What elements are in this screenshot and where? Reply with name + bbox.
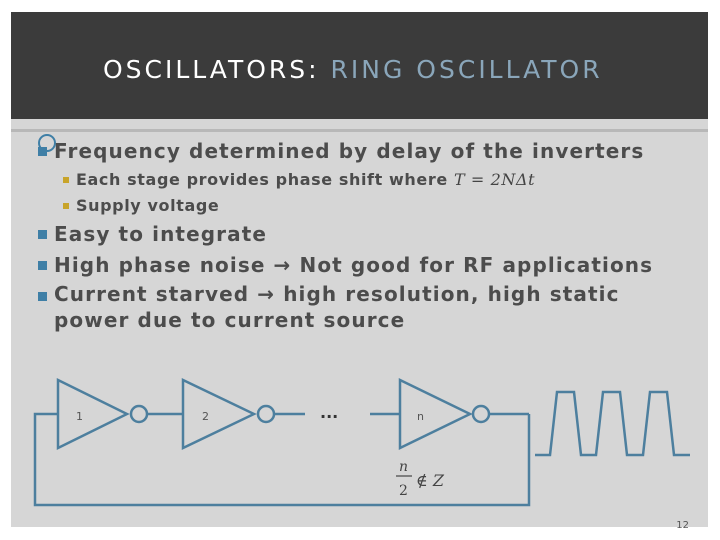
bullet-current-starved-line2: power due to current source bbox=[54, 308, 406, 332]
inverter-n-label: n bbox=[417, 410, 424, 423]
inverter-n-bubble bbox=[471, 404, 491, 424]
stage-ellipsis: ... bbox=[320, 403, 338, 422]
inverter-n-triangle bbox=[398, 378, 473, 450]
sub-bullet-supply-voltage: Supply voltage bbox=[37, 193, 687, 219]
inverter-1-triangle bbox=[56, 377, 130, 451]
inverter-1-bubble bbox=[129, 404, 149, 424]
bullet-phase-noise: High phase noise → Not good for RF appli… bbox=[37, 250, 687, 281]
bullet-current-starved: Current starved → high resolution, high … bbox=[37, 281, 687, 333]
inverter-2-triangle bbox=[181, 378, 257, 450]
condition-numerator: n bbox=[399, 459, 408, 475]
slide: OSCILLATORS: RING OSCILLATOR bbox=[11, 12, 708, 527]
square-waveform-icon bbox=[535, 390, 690, 457]
condition-relation: ∉ Z bbox=[416, 471, 445, 490]
title-prefix: OSCILLATORS: bbox=[103, 55, 320, 84]
page-number: 12 bbox=[676, 520, 689, 531]
feedback-wire bbox=[33, 412, 531, 507]
inverter-1-label: 1 bbox=[76, 410, 83, 423]
title-topic: RING OSCILLATOR bbox=[330, 55, 603, 84]
bullet-frequency: Frequency determined by delay of the inv… bbox=[37, 136, 687, 167]
circle-bullet-icon bbox=[38, 134, 56, 152]
divider-line bbox=[11, 129, 708, 132]
bullet-list: Frequency determined by delay of the inv… bbox=[37, 136, 687, 333]
period-formula: T = 2NΔt bbox=[453, 170, 536, 189]
title-bar: OSCILLATORS: RING OSCILLATOR bbox=[11, 12, 708, 119]
bullet-easy-integrate: Easy to integrate bbox=[37, 219, 687, 250]
inverter-2-bubble bbox=[256, 404, 276, 424]
sub-bullet-phase-shift-text: Each stage provides phase shift where bbox=[76, 170, 448, 189]
bullet-current-starved-line1: Current starved → high resolution, high … bbox=[54, 282, 620, 306]
condition-denominator: 2 bbox=[399, 483, 408, 499]
inverter-2-label: 2 bbox=[202, 410, 209, 423]
slide-title: OSCILLATORS: RING OSCILLATOR bbox=[103, 55, 603, 84]
sub-bullet-phase-shift: Each stage provides phase shift where T … bbox=[37, 167, 687, 193]
